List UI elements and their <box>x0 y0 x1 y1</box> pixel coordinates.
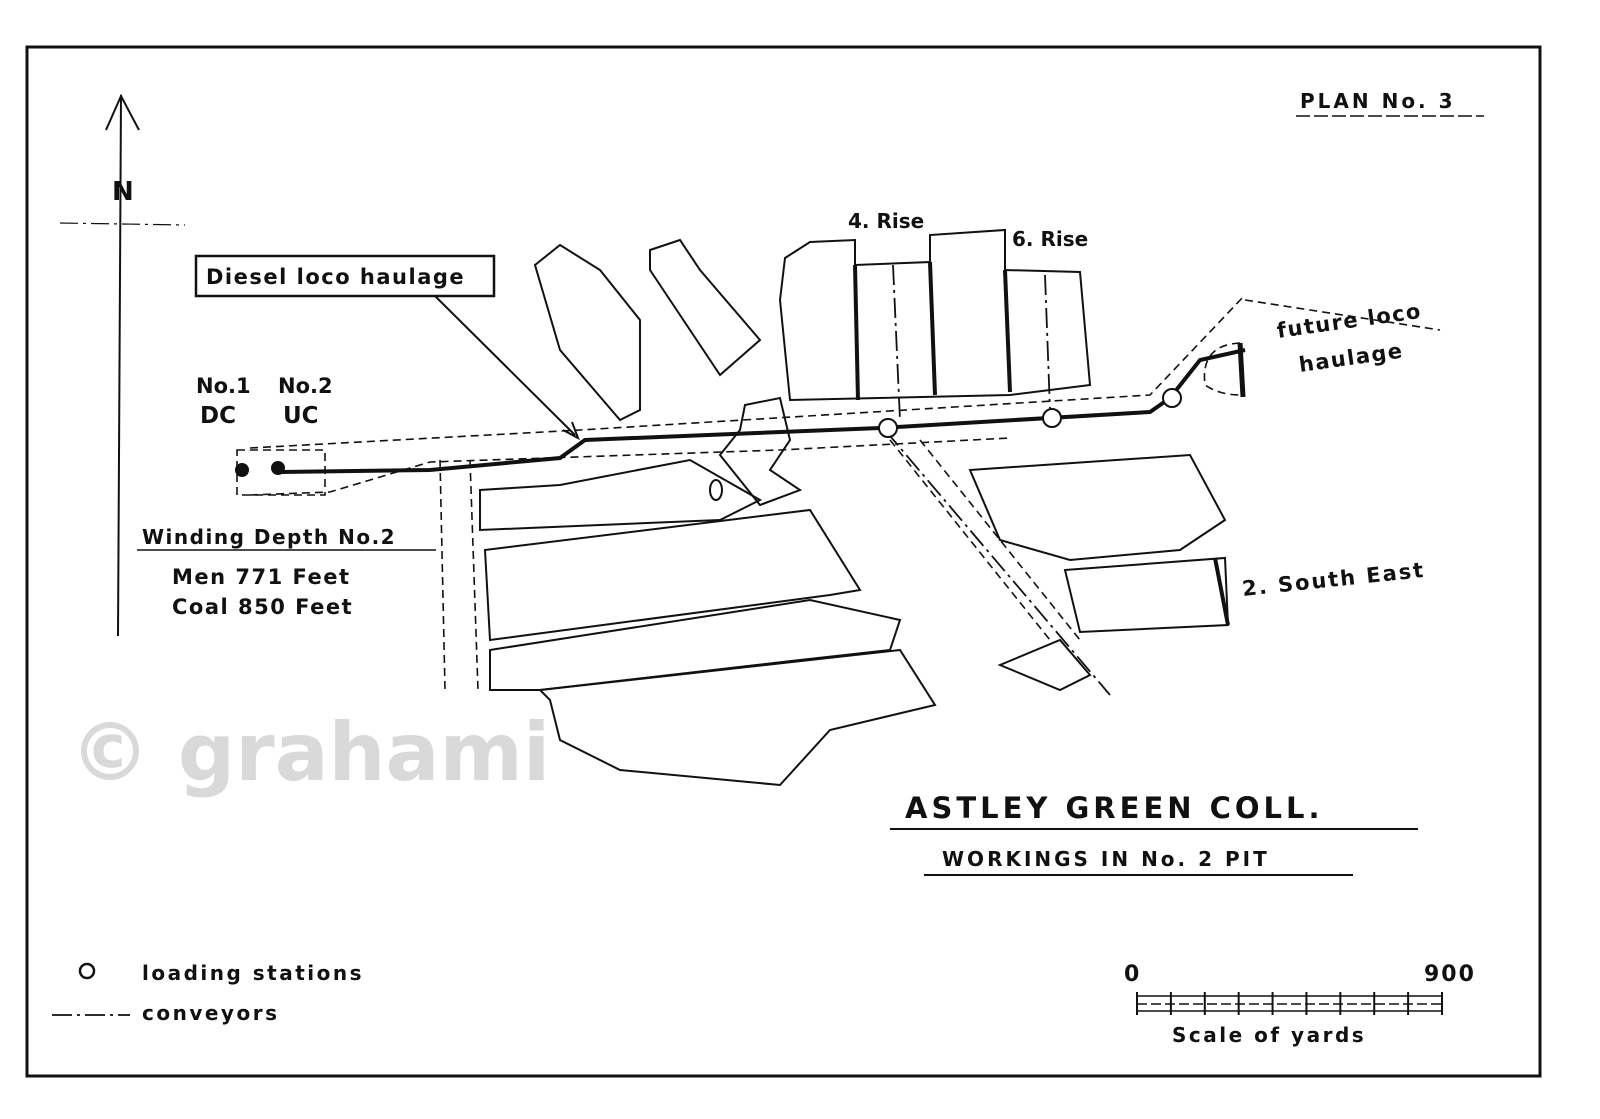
loading-station-icon <box>1042 408 1062 428</box>
shaft-no1-type: DC <box>200 403 236 429</box>
map-border <box>25 45 1542 1078</box>
rise-4-label: 4. Rise <box>848 209 924 233</box>
shaft-no2-type: UC <box>283 403 319 429</box>
scale-start: 0 <box>1124 962 1139 987</box>
legend-loading-stations: loading stations <box>142 961 364 985</box>
winding-depth-men: Men 771 Feet <box>172 565 351 589</box>
shaft-no1-label: No.1 <box>196 374 251 398</box>
future-haulage-label-2: haulage <box>1297 339 1405 377</box>
rise-6-label: 6. Rise <box>1012 227 1088 251</box>
future-haulage-label-1: future loco <box>1275 299 1423 343</box>
winding-depth-coal: Coal 850 Feet <box>172 595 353 619</box>
shaft-no1-icon <box>235 463 249 477</box>
plan-number: PLAN No. 3 <box>1300 89 1456 113</box>
shaft-no2-label: No.2 <box>278 374 333 398</box>
conveyor-line <box>884 429 1111 696</box>
shaft-no2-icon <box>271 461 285 475</box>
future-haulage-line <box>1244 299 1441 331</box>
diesel-haulage-label: Diesel loco haulage <box>206 265 465 289</box>
south-east-label: 2. South East <box>1241 558 1426 601</box>
workings-outlines <box>439 228 1230 787</box>
scale-end: 900 <box>1424 962 1476 987</box>
map-subtitle: WORKINGS IN No. 2 PIT <box>942 847 1270 871</box>
diesel-pointer-arrow <box>434 295 576 436</box>
loading-station-icon <box>1162 388 1182 408</box>
loading-station-icon <box>878 418 898 438</box>
north-label: N <box>112 177 134 207</box>
legend-conveyors: conveyors <box>142 1001 279 1025</box>
map-title: ASTLEY GREEN COLL. <box>905 791 1324 825</box>
north-arrow-icon <box>59 93 186 637</box>
scale-bar <box>1136 992 1443 1015</box>
scale-label: Scale of yards <box>1172 1023 1366 1047</box>
loading-station-legend-icon <box>78 962 96 980</box>
winding-depth-heading: Winding Depth No.2 <box>142 525 396 549</box>
watermark: © grahami <box>70 706 550 799</box>
diesel-haulage-box <box>194 254 496 298</box>
main-haulage-road <box>279 348 1246 474</box>
